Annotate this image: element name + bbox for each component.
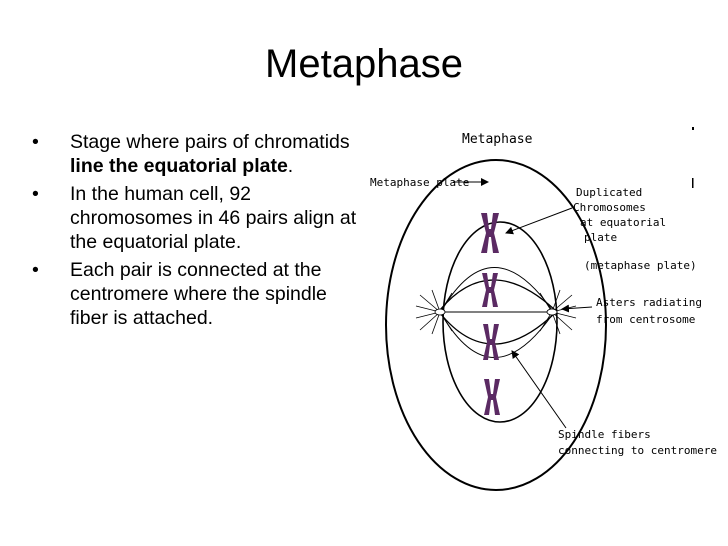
label-duplicated: Chromosomes <box>573 201 646 214</box>
chromosome <box>481 213 499 253</box>
chromosome <box>482 273 498 307</box>
label-duplicated: plate <box>584 231 617 244</box>
edge-mark <box>692 178 694 188</box>
label-spindle: connecting to centromere <box>558 444 717 457</box>
metaphase-diagram: Metaphase <box>370 127 717 491</box>
spindle-ellipse <box>442 221 558 423</box>
chromosome <box>483 324 499 360</box>
pointer-arrow <box>511 350 567 429</box>
bullet-text: In the human cell, 92 chromosomes in 46 … <box>70 183 357 253</box>
bullet-text: Each pair is connected at the centromere… <box>70 259 327 329</box>
bullet-list: • Stage where pairs of chromatids line t… <box>30 130 360 334</box>
bullet-item: • Stage where pairs of chromatids line t… <box>30 130 360 178</box>
bullet-item: • In the human cell, 92 chromosomes in 4… <box>30 182 360 254</box>
cell-outline <box>385 159 607 491</box>
spindle-fiber <box>441 267 553 311</box>
pointer-arrow <box>561 304 593 313</box>
pointer-arrow <box>505 207 573 235</box>
bullet-icon: • <box>32 259 39 281</box>
left-aster <box>415 289 453 335</box>
page-title: Metaphase <box>265 42 463 86</box>
label-spindle: Spindle fibers <box>558 428 651 441</box>
bullet-text-end: . <box>287 155 294 177</box>
label-metaphase-plate: Metaphase plate <box>370 176 469 189</box>
bullet-item: • Each pair is connected at the centrome… <box>30 258 360 330</box>
label-asters: Asters radiating <box>596 296 702 309</box>
label-duplicated: Duplicated <box>576 186 642 199</box>
bullet-icon: • <box>32 183 39 205</box>
label-duplicated: at equatorial <box>580 216 666 229</box>
diagram-title: Metaphase <box>462 132 533 147</box>
edge-mark <box>692 127 694 130</box>
label-duplicated: (metaphase plate) <box>584 259 697 272</box>
chromosome <box>484 379 500 415</box>
bullet-text: Stage where pairs of chromatids <box>70 131 350 153</box>
bullet-bold-text: line the equatorial plate <box>70 155 288 177</box>
bullet-icon: • <box>32 131 39 153</box>
right-aster <box>539 289 577 335</box>
label-asters: from centrosome <box>596 313 695 326</box>
